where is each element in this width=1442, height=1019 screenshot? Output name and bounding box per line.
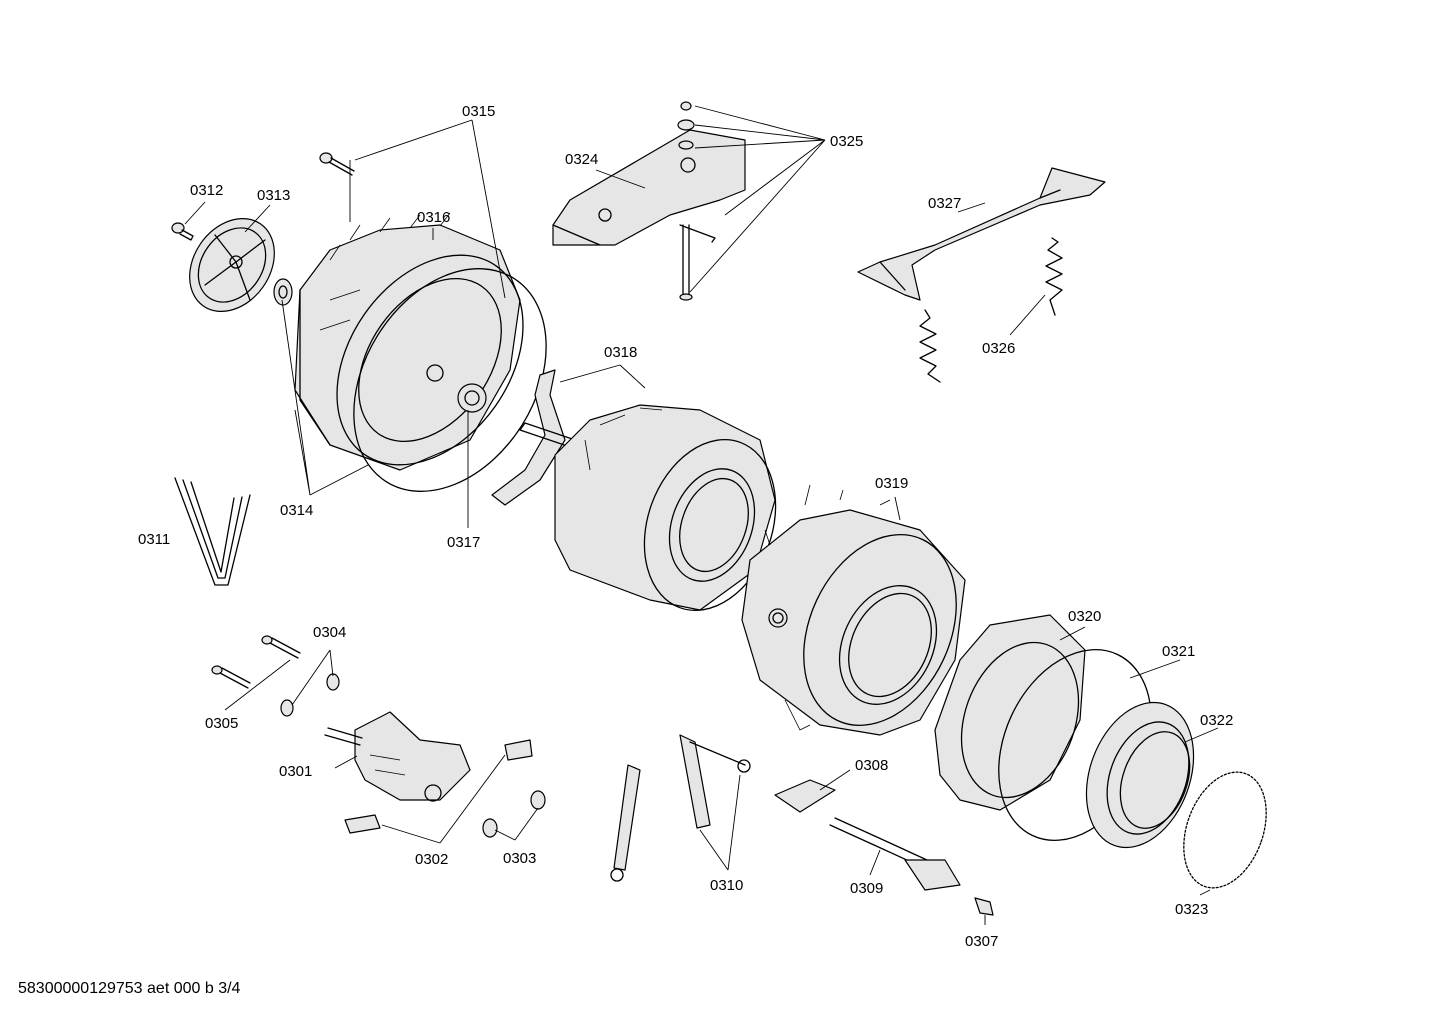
tub-screw-part: [319, 152, 355, 176]
front-weight-part: [934, 614, 1086, 811]
label-0312: 0312: [190, 182, 223, 199]
motor-part: [324, 711, 471, 802]
ntc-sensor-part: [974, 897, 994, 916]
label-0318: 0318: [604, 344, 637, 361]
carbon-brush-part: [344, 739, 533, 834]
counterweight-part: [552, 129, 746, 246]
washer-part: [273, 278, 293, 306]
motor-screw-part: [211, 635, 301, 689]
bush-part: [482, 790, 546, 838]
label-0313: 0313: [257, 187, 290, 204]
label-0315: 0315: [462, 103, 495, 120]
label-0301: 0301: [279, 763, 312, 780]
clamp-spring-ring: [1183, 771, 1267, 889]
heater-part: [829, 817, 961, 891]
label-0311: 0311: [138, 531, 170, 548]
pulley-part: [189, 218, 275, 312]
label-0305: 0305: [205, 715, 238, 732]
front-tub-part: [741, 484, 966, 736]
label-0320: 0320: [1068, 608, 1101, 625]
label-0327: 0327: [928, 195, 961, 212]
spring-part: [919, 237, 1063, 383]
leader-lines: [184, 105, 1219, 925]
pulley-screw-part: [171, 222, 194, 241]
label-0326: 0326: [982, 340, 1015, 357]
shock-absorber-part: [610, 734, 751, 882]
drive-belt-part: [174, 477, 251, 586]
label-0304: 0304: [313, 624, 346, 641]
bearing-part: [457, 383, 487, 413]
label-0325: 0325: [830, 133, 863, 150]
label-0310: 0310: [710, 877, 743, 894]
label-0322: 0322: [1200, 712, 1233, 729]
sensor-clip-part: [774, 779, 836, 813]
top-bracket-part: [857, 167, 1106, 301]
rear-tub-part: [294, 212, 524, 471]
label-0307: 0307: [965, 933, 998, 950]
callout-labels: 0315 0312 0313 0316 0314 0317 0311 0318 …: [138, 103, 1233, 950]
label-0319: 0319: [875, 475, 908, 492]
label-0321: 0321: [1162, 643, 1195, 660]
label-0324: 0324: [565, 151, 598, 168]
motor-damper-part: [280, 673, 340, 717]
tub-seal-ring: [353, 268, 547, 492]
fastener-set-part: [677, 101, 695, 301]
label-0317: 0317: [447, 534, 480, 551]
label-0309: 0309: [850, 880, 883, 897]
label-0303: 0303: [503, 850, 536, 867]
bellow-part: [1085, 701, 1195, 849]
label-0302: 0302: [415, 851, 448, 868]
label-0316: 0316: [417, 209, 450, 226]
label-0308: 0308: [855, 757, 888, 774]
label-0314: 0314: [280, 502, 313, 519]
document-id-footer: 58300000129753 aet 000 b 3/4: [18, 980, 241, 997]
label-0323: 0323: [1175, 901, 1208, 918]
